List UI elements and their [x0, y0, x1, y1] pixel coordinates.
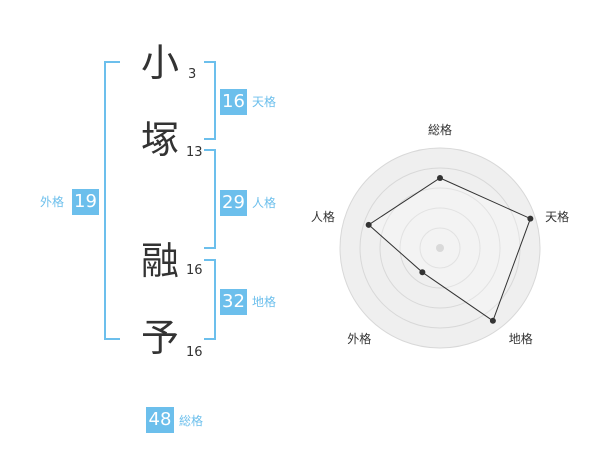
radar-point-4	[419, 269, 426, 276]
radar-point-1	[437, 175, 443, 181]
stroke-count-2: 13	[186, 145, 203, 160]
tenkaku-value-badge: 16	[220, 89, 247, 115]
jinkaku-bracket	[204, 149, 216, 249]
tenkaku-bracket	[204, 61, 216, 140]
gaikaku-bracket	[104, 61, 120, 340]
name-char-4: 予	[141, 316, 180, 360]
tenkaku-label: 天格	[252, 95, 277, 109]
chikaku-value-badge: 32	[220, 289, 247, 315]
jinkaku-label: 人格	[252, 196, 277, 210]
stroke-count-3: 16	[186, 263, 203, 278]
name-char-3: 融	[141, 239, 180, 283]
stroke-count-1: 3	[188, 67, 197, 82]
stroke-count-4: 16	[186, 345, 203, 360]
radar-axis-label-2: 天格	[545, 209, 569, 224]
radar-axis-label-4: 外格	[347, 331, 371, 346]
soukaku-value-badge: 48	[146, 407, 174, 433]
gaikaku-label: 外格	[40, 195, 65, 209]
radar-axis-label-5: 人格	[311, 209, 335, 224]
radar-point-2	[527, 215, 534, 222]
soukaku-label: 総格	[179, 414, 204, 428]
jinkaku-value-badge: 29	[220, 190, 247, 216]
radar-axis-label-1: 総格	[428, 122, 452, 137]
radar-center-dot	[436, 244, 444, 252]
radar-axis-label-3: 地格	[509, 331, 533, 346]
radar-ring-1	[419, 227, 461, 269]
radar-point-5	[365, 221, 372, 228]
radar-ring-2	[399, 207, 481, 289]
radar-point-3	[489, 317, 496, 324]
chikaku-bracket	[204, 259, 216, 340]
radar-ring-3	[379, 187, 501, 309]
chikaku-label: 地格	[252, 295, 277, 309]
name-char-1: 小	[141, 41, 180, 85]
name-char-2: 塚	[141, 118, 180, 162]
radar-data-polygon	[367, 177, 532, 322]
gaikaku-value-badge: 19	[72, 189, 99, 215]
